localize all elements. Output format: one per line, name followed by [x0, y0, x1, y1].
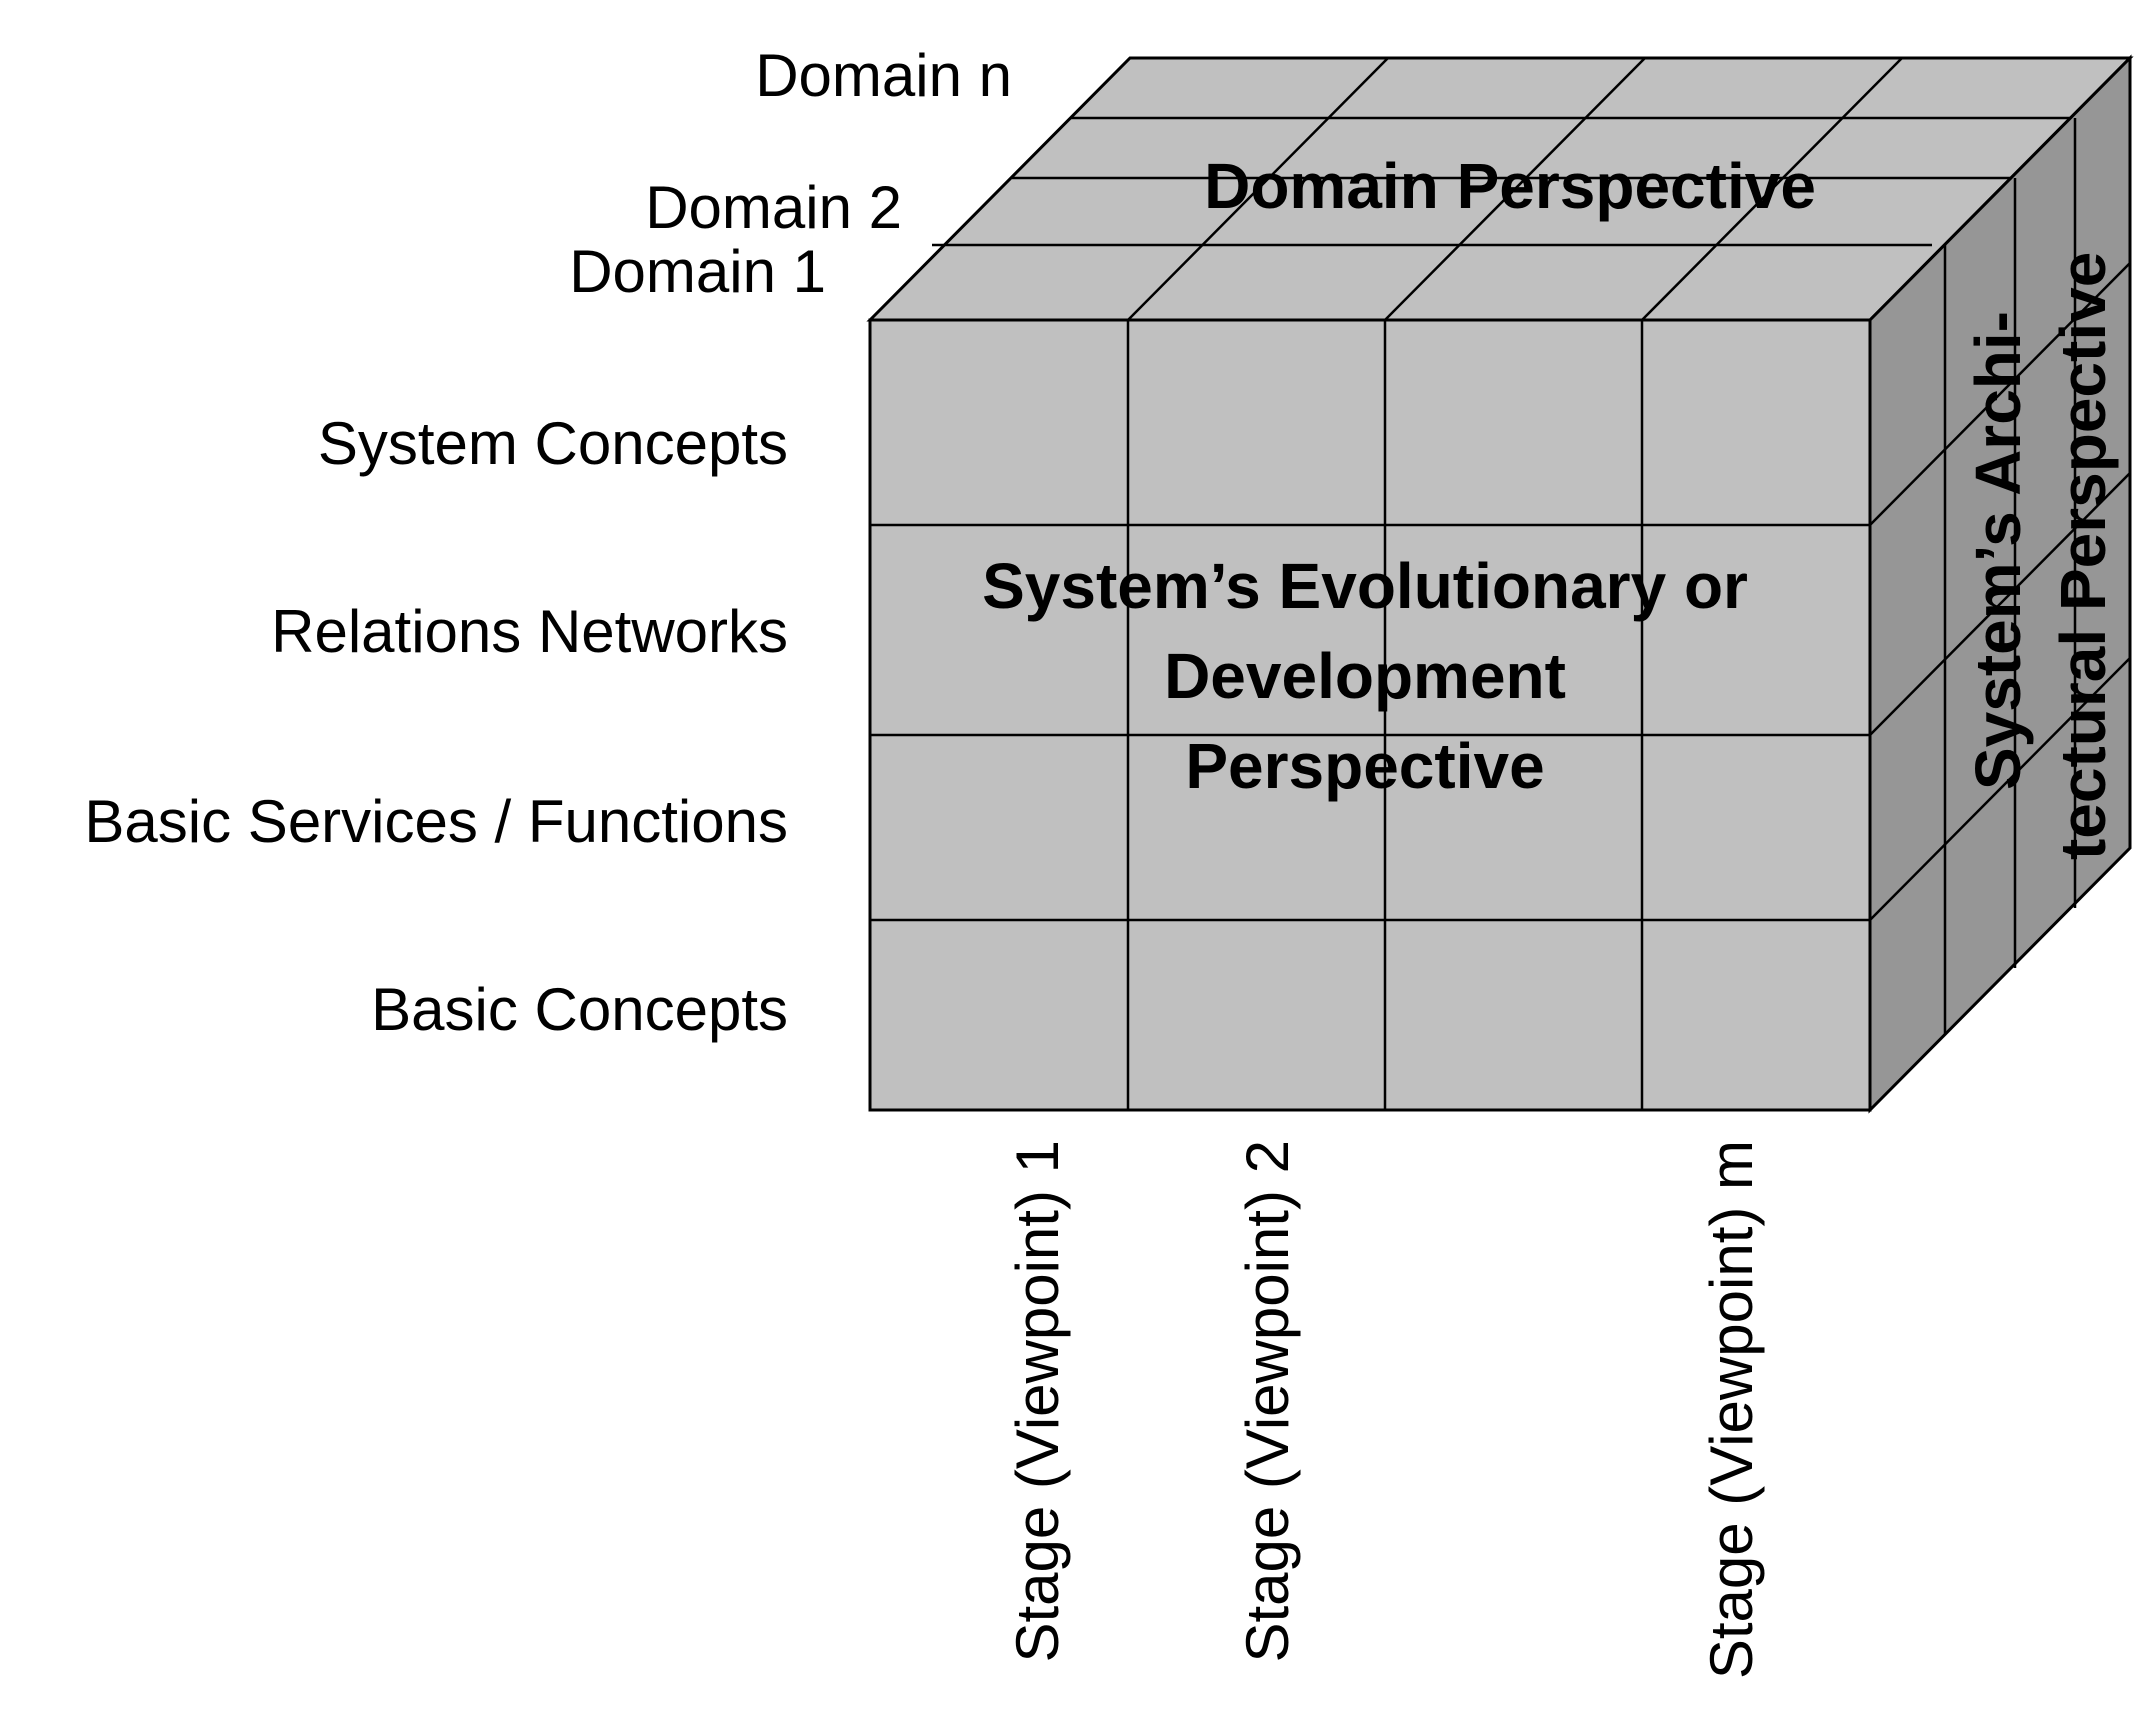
row-label-basic-services: Basic Services / Functions — [84, 788, 788, 855]
stage-label-2: Stage (Viewpoint) 2 — [1234, 1140, 1301, 1663]
front-face — [868, 318, 1872, 1112]
stage-label-m: Stage (Viewpoint) m — [1698, 1140, 1765, 1679]
row-label-basic-concepts: Basic Concepts — [371, 976, 788, 1043]
evolutionary-perspective-line-3: Perspective — [1185, 730, 1544, 802]
domain-label-2: Domain 2 — [645, 174, 902, 241]
evolutionary-perspective-label: System’s Evolutionary or Development Per… — [982, 550, 1748, 802]
front-face-grid — [870, 320, 1870, 1110]
cube — [866, 54, 2134, 1114]
architectural-perspective-line-1: System’s Archi- — [1962, 311, 2034, 790]
architectural-perspective-label: System’s Archi- tectural Perspective — [1962, 252, 2119, 860]
stage-label-1: Stage (Viewpoint) 1 — [1004, 1140, 1071, 1663]
architectural-perspective-line-2: tectural Perspective — [2047, 252, 2119, 860]
domain-label-n: Domain n — [755, 42, 1012, 109]
domain-label-1: Domain 1 — [569, 238, 826, 305]
top-face-grid — [932, 57, 2070, 321]
row-label-relations-networks: Relations Networks — [271, 598, 788, 665]
evolutionary-perspective-line-1: System’s Evolutionary or — [982, 550, 1748, 622]
right-face-grid — [1869, 118, 2131, 1035]
domain-perspective-label: Domain Perspective — [1204, 150, 1816, 222]
row-label-system-concepts: System Concepts — [318, 410, 788, 477]
evolutionary-perspective-line-2: Development — [1164, 640, 1566, 712]
